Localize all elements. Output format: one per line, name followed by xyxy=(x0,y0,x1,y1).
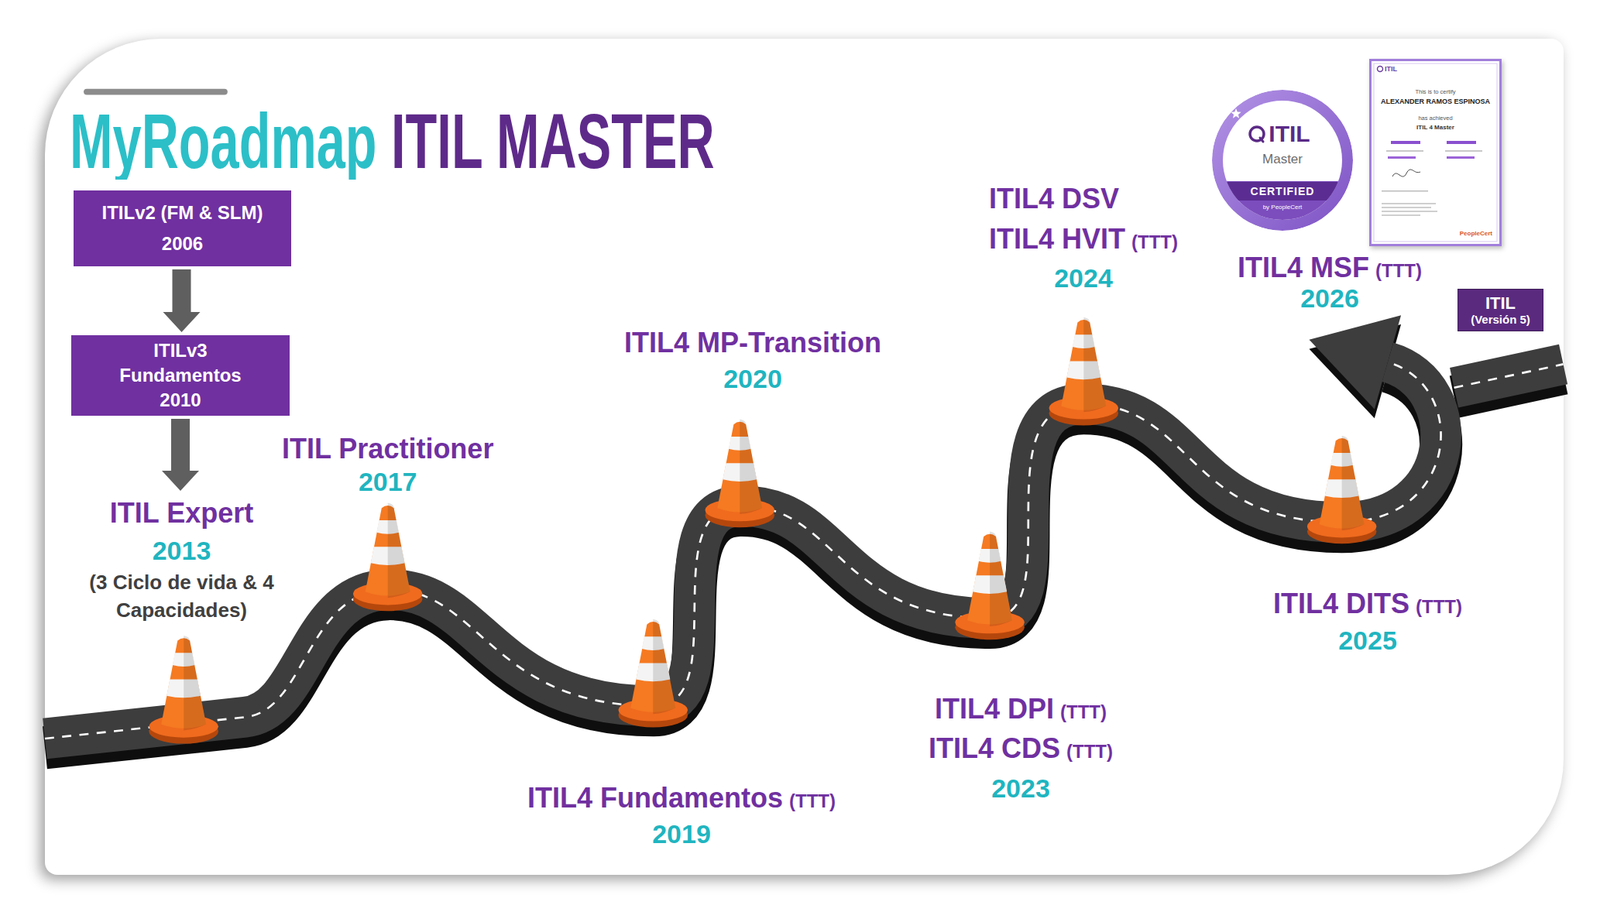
trainer-tag: (TTT) xyxy=(1066,731,1113,772)
traffic-cone xyxy=(704,419,775,529)
milestone-line: 2025 xyxy=(1338,622,1398,660)
trainer-tag: (TTT) xyxy=(1415,588,1463,625)
milestone-year: 2026 xyxy=(1300,283,1360,313)
version-box: ITILv2 (FM & SLM)2006 xyxy=(73,190,292,267)
milestone-name: ITIL4 CDS xyxy=(928,728,1061,769)
milestone-group: ITIL4 MP-Transition2020 xyxy=(624,324,882,399)
milestone-line: 2017 xyxy=(358,465,418,498)
milestone-line: ITIL4 HVIT(TTT) xyxy=(988,219,1178,259)
milestone-line: 2020 xyxy=(723,360,783,398)
box-label: 2010 xyxy=(159,387,201,413)
milestone-year: 2023 xyxy=(991,769,1051,809)
traffic-cone xyxy=(148,635,219,745)
milestone-name: ITIL4 MP-Transition xyxy=(624,324,882,361)
road xyxy=(44,315,1564,739)
trainer-tag: (TTT) xyxy=(789,782,836,820)
milestone-name: ITIL4 DPI xyxy=(934,689,1055,729)
milestone-name: ITIL Practitioner xyxy=(281,432,494,466)
milestone-name: ITIL4 HVIT xyxy=(988,219,1126,259)
milestone-line: ITIL4 DSV xyxy=(988,178,1120,219)
badge-text: Master xyxy=(1212,151,1353,168)
milestone-name: ITIL4 Fundamentos xyxy=(527,779,783,817)
certified-badge: ITIL MasterCERTIFIEDby PeopleCert xyxy=(1212,89,1353,231)
milestone-group: ITIL4 Fundamentos(TTT)2019 xyxy=(527,779,836,854)
certificate-text: ITIL 4 Master xyxy=(1369,123,1502,132)
milestone-year: 2025 xyxy=(1338,622,1398,660)
milestone-group: ITIL4 DPI(TTT)ITIL4 CDS(TTT)2023 xyxy=(928,689,1113,809)
milestone-year: 2019 xyxy=(652,816,711,853)
flow-arrow xyxy=(163,269,201,333)
badge-text: ITIL xyxy=(1212,120,1353,148)
certificate-text: PeopleCert xyxy=(1459,229,1493,239)
trainer-tag: (TTT) xyxy=(1060,692,1107,732)
box-label: ITIL xyxy=(1485,294,1516,313)
milestone-year: 2013 xyxy=(54,532,310,569)
certificate-text: This is to certify xyxy=(1369,88,1502,97)
certificate-text: has achieved xyxy=(1369,114,1502,123)
milestone-year: 2017 xyxy=(358,465,418,498)
milestone-group: ITIL4 DSVITIL4 HVIT(TTT)2024 xyxy=(988,178,1178,299)
road-centerline xyxy=(44,362,1564,739)
diagram-title: MyRoadmap ITIL MASTER xyxy=(69,102,715,180)
milestone-group: ITIL4 DITS(TTT)2025 xyxy=(1273,585,1463,660)
trainer-tag: (TTT) xyxy=(1131,222,1178,262)
milestone-line: ITIL Practitioner xyxy=(281,432,494,466)
milestone-line: ITIL4 DPI(TTT) xyxy=(934,689,1107,729)
milestone-line: 2026 xyxy=(1300,283,1360,313)
traffic-cone xyxy=(1307,436,1377,545)
milestone-block: ITIL Expert2013(3 Ciclo de vida & 4 Capa… xyxy=(54,494,310,625)
milestone-group: ITIL Practitioner2017 xyxy=(281,432,494,498)
milestone-group: ITIL4 MSF(TTT)2026 xyxy=(1237,253,1422,313)
road-side xyxy=(44,324,1564,749)
milestone-line: ITIL4 MSF(TTT) xyxy=(1237,253,1422,283)
traffic-cone xyxy=(618,619,688,728)
traffic-cone xyxy=(1048,317,1119,426)
box-label: 2006 xyxy=(161,228,203,260)
milestone-year: 2020 xyxy=(723,360,783,398)
milestone-line: ITIL4 MP-Transition xyxy=(624,324,882,361)
box-label: (Versión 5) xyxy=(1470,312,1531,327)
milestone-line: ITIL4 Fundamentos(TTT) xyxy=(527,779,836,817)
milestone-line: 2019 xyxy=(652,816,711,853)
milestone-note: (3 Ciclo de vida & 4 Capacidades) xyxy=(54,568,310,625)
future-version-box: ITIL(Versión 5) xyxy=(1457,288,1544,332)
milestone-line: 2023 xyxy=(991,769,1051,809)
traffic-cone xyxy=(954,532,1025,641)
milestone-name: ITIL4 DITS xyxy=(1273,585,1410,622)
flow-arrow xyxy=(161,418,200,491)
milestone-name: ITIL4 MSF xyxy=(1237,253,1370,283)
trainer-tag: (TTT) xyxy=(1375,256,1422,286)
milestone-name: ITIL Expert xyxy=(54,494,310,533)
box-label: ITILv2 (FM & SLM) xyxy=(102,197,264,229)
box-label: ITILv3 Fundamentos xyxy=(114,338,247,388)
traffic-cones xyxy=(148,317,1377,745)
certificate: ITIL This is to certifyALEXANDER RAMOS ES… xyxy=(1369,58,1502,247)
certificate-text: ITIL xyxy=(1384,64,1398,74)
milestone-year: 2024 xyxy=(1054,258,1113,299)
badge-text: by PeopleCert xyxy=(1212,202,1353,212)
version-box: ITILv3 Fundamentos2010 xyxy=(71,335,290,416)
badge-text: CERTIFIED xyxy=(1212,181,1353,201)
milestone-line: 2024 xyxy=(1054,258,1113,299)
certificate-shape xyxy=(1369,58,1502,247)
milestone-line: ITIL4 DITS(TTT) xyxy=(1273,585,1463,622)
milestone-name: ITIL4 DSV xyxy=(988,178,1120,219)
traffic-cone xyxy=(353,503,423,612)
certificate-text: ALEXANDER RAMOS ESPINOSA xyxy=(1369,96,1502,107)
accent-line xyxy=(86,89,225,96)
milestone-line: ITIL4 CDS(TTT) xyxy=(928,728,1113,769)
